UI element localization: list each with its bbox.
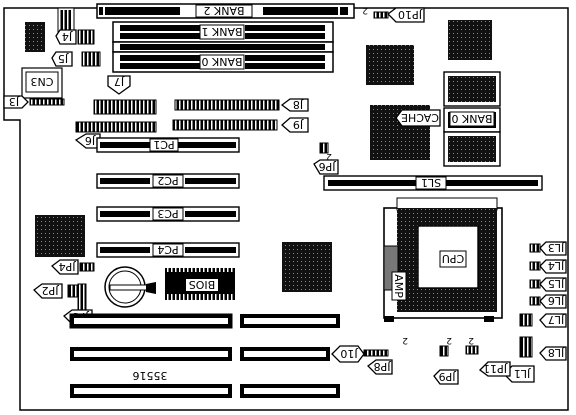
j3-connector[interactable]: J3	[3, 95, 65, 109]
jl8-label: JL8	[548, 346, 565, 359]
j7-header[interactable]: J7	[93, 75, 157, 115]
jp8-label: JP8	[374, 360, 392, 373]
pc2-label: PC2	[157, 174, 178, 187]
j5-connector[interactable]: J5	[51, 51, 101, 67]
j8-label: J8	[293, 98, 304, 111]
slot-sl1: SL1	[323, 175, 543, 191]
jp4-jumper[interactable]: JP4	[51, 259, 95, 275]
bios-chip: BIOS	[165, 268, 235, 300]
jl1-jumper[interactable]: JL1	[503, 365, 535, 383]
pc3-label: PC3	[157, 207, 178, 220]
jl1-label: JL1	[514, 367, 531, 380]
jp11-jumper[interactable]: 2 JP11	[465, 335, 511, 377]
slot-pc4: PC4	[96, 242, 240, 258]
cn3-connector[interactable]: CN3	[21, 67, 63, 99]
cpu-socket: CPU AMP	[383, 197, 503, 322]
jp6-label: JP6	[319, 160, 337, 173]
simm-bank-1b	[112, 41, 334, 53]
bios-label: BIOS	[189, 278, 215, 291]
board-code: 35516	[133, 369, 168, 382]
bank0-label: BANK 0	[201, 55, 242, 68]
battery	[104, 266, 156, 308]
pc4-label: PC4	[157, 243, 178, 256]
jp8-pin-label: 2	[402, 335, 408, 345]
jp4-label: JP4	[59, 260, 77, 273]
bottom-slots	[69, 313, 340, 398]
simm-bank-2: BANK 2	[96, 3, 355, 19]
j8-header[interactable]: J8	[174, 98, 309, 112]
j5-label: J5	[58, 52, 69, 65]
jl4-jumper[interactable]: JL4	[529, 259, 567, 274]
chip-small	[25, 22, 45, 52]
cache-label: CACHE	[401, 111, 439, 124]
amp-label: AMP	[392, 274, 405, 298]
j9-label: J9	[293, 118, 304, 131]
jp2-jumper[interactable]: JP2	[33, 283, 81, 299]
jl8-jumper[interactable]: JL8	[519, 336, 567, 361]
jp9-label: JP9	[439, 370, 457, 383]
bank0-cache-label: BANK 0	[451, 112, 492, 125]
jl3-jumper[interactable]: JL3	[529, 241, 567, 256]
simm-bank-1: BANK 1	[112, 21, 334, 43]
slot-pc3: PC3	[96, 206, 240, 222]
cache-module: BANK 0 CACHE	[395, 71, 501, 167]
jl6-jumper[interactable]: JL6	[529, 294, 567, 309]
j10-connector[interactable]: J10	[331, 345, 375, 363]
j10-label: J10	[340, 347, 358, 360]
jl4-label: JL4	[548, 259, 565, 272]
sl1-label: SL1	[421, 176, 441, 189]
bank1-label: BANK 1	[201, 25, 242, 38]
pc1-label: PC1	[153, 138, 174, 151]
jl7-jumper[interactable]: JL7	[519, 313, 567, 328]
jp11-label: JP11	[483, 362, 508, 375]
jl5-jumper[interactable]: JL5	[529, 277, 567, 292]
chip-d	[35, 215, 85, 257]
jp11-pin-label: 2	[468, 335, 474, 345]
jl6-label: JL6	[548, 294, 565, 307]
jl7-label: JL7	[548, 313, 565, 326]
slot-pc2: PC2	[96, 173, 240, 189]
jp10-pin-label: 2	[362, 5, 368, 15]
j7-label: J7	[114, 75, 125, 88]
jl3-label: JL3	[548, 241, 565, 254]
jp2-label: JP2	[42, 284, 60, 297]
jp10-label: JP10	[398, 8, 423, 21]
jp9-jumper[interactable]: 2 JP9	[433, 335, 459, 385]
jp6-pin-label: 2	[326, 151, 332, 161]
j6-label: J6	[85, 134, 96, 147]
j4-connector[interactable]: J4	[55, 29, 95, 45]
cn3-label: CN3	[31, 75, 54, 88]
slot-pc1: PC1	[96, 137, 240, 153]
j3-label: J3	[9, 95, 20, 108]
bank2-label: BANK 2	[203, 4, 244, 17]
jp10-jumper[interactable]: 2 JP10	[362, 5, 425, 23]
jl5-label: JL5	[548, 277, 565, 290]
chip-a	[366, 45, 414, 85]
cpu-label: CPU	[442, 252, 464, 265]
jp9-pin-label: 2	[446, 335, 452, 345]
board-outline	[3, 7, 569, 411]
simm-bank-0: BANK 0	[112, 51, 334, 73]
jp6-jumper[interactable]: 2 JP6	[313, 142, 339, 175]
chip-e	[282, 242, 332, 292]
chip-b	[448, 20, 492, 60]
jp8-jumper[interactable]: 2 JP8	[367, 335, 408, 375]
j9-header[interactable]: J9	[172, 117, 309, 133]
j4-label: J4	[62, 30, 73, 43]
